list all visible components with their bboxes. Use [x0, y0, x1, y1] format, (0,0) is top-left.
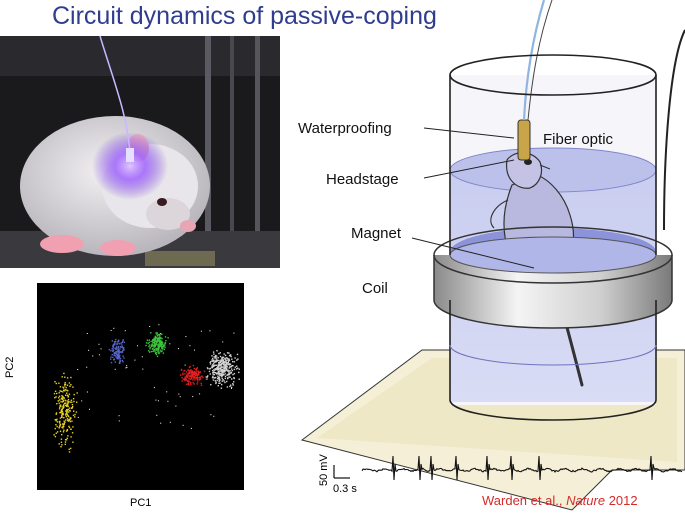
citation-authors: Warden et al., — [482, 493, 567, 508]
label-waterproofing: Waterproofing — [298, 120, 392, 137]
forced-swim-apparatus-diagram — [300, 0, 685, 511]
scatter-cluster — [180, 364, 208, 386]
scatter-cluster — [53, 372, 78, 453]
label-coil: Coil — [362, 280, 388, 297]
scatter-xlabel: PC1 — [130, 497, 152, 509]
scale-voltage: 50 mV — [318, 454, 330, 486]
citation-journal: Nature — [566, 493, 606, 508]
citation: Warden et al., Nature 2012 — [482, 493, 638, 508]
scatter-noise — [77, 324, 235, 429]
rat-photo — [0, 36, 280, 268]
label-magnet: Magnet — [351, 225, 402, 242]
scatter-ylabel: PC2 — [4, 356, 16, 378]
pca-scatter-plot — [37, 283, 244, 490]
scale-time: 0.3 s — [333, 483, 357, 495]
scatter-cluster — [205, 350, 240, 389]
scatter-cluster — [145, 332, 169, 358]
label-headstage: Headstage — [326, 171, 399, 188]
label-fiber-optic: Fiber optic — [543, 131, 614, 148]
scatter-cluster — [108, 338, 125, 364]
citation-year: 2012 — [605, 493, 638, 508]
slide-title: Circuit dynamics of passive-coping — [52, 2, 437, 30]
